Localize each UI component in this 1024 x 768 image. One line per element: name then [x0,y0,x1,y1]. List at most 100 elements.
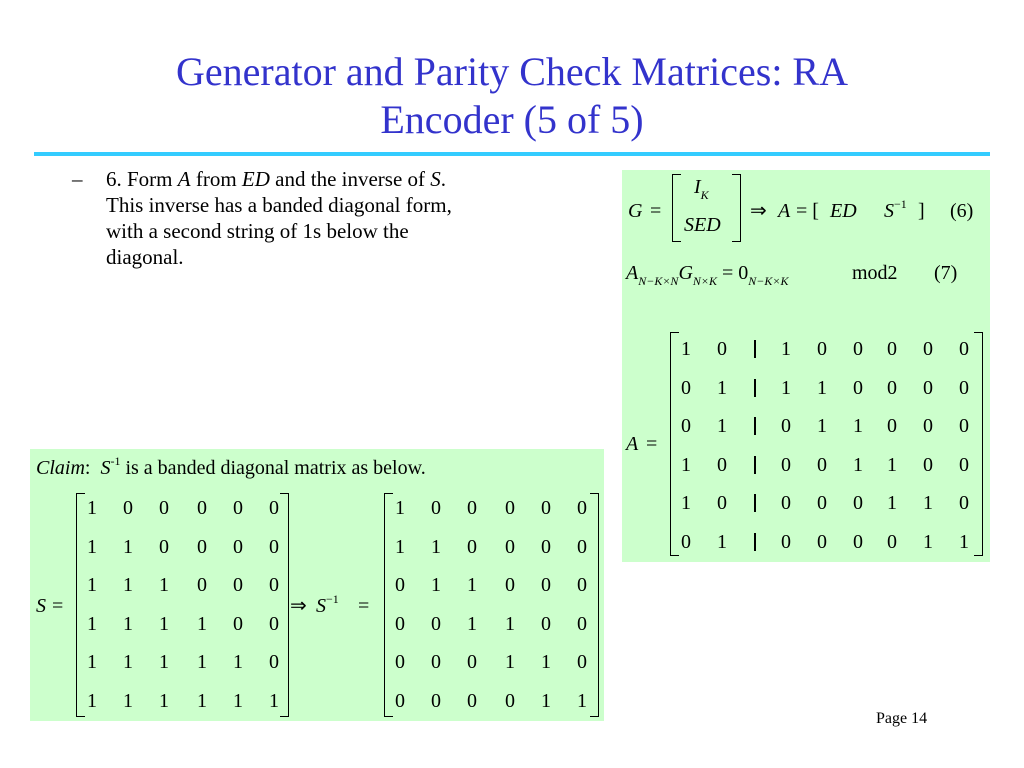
matrix-cell: 0 [959,338,969,360]
claim-colon: : [84,457,91,479]
matrix-cell: 0 [269,497,279,519]
eq6-close: ] [918,200,925,222]
matrix-cell: 0 [577,535,587,558]
matrix-cell: 1 [717,530,727,553]
matrix-cell: 0 [781,415,791,437]
matrix-cell: 1 [541,651,551,673]
matrix-cell: 0 [717,338,727,360]
matrix-cell: 0 [123,497,133,519]
matrix-cell: 1 [87,535,97,558]
eq6-ed: ED [830,200,857,222]
matrix-cell: 0 [395,651,405,673]
matrix-cell: 0 [541,535,551,558]
matrix-cell: 1 [159,651,169,673]
matrix-cell: 1 [923,492,933,514]
matrix-cell: 1 [467,612,477,635]
matrix-cell: 1 [269,689,279,712]
matrix-s-equals: = [52,595,64,617]
eq6-a: A [778,200,791,222]
matrix-cell: 0 [887,338,897,360]
eq6-k: K [700,188,709,202]
matrix-cell: 0 [681,530,691,553]
matrix-cell: 1 [123,574,133,596]
partition-bar [754,417,756,435]
partition-bar [754,378,756,397]
matrix-cell: 0 [923,453,933,476]
matrix-a-right-bracket [974,332,983,556]
matrix-cell: 1 [817,376,827,399]
matrix-cell: 1 [505,651,515,673]
eq6-sed: SED [684,214,721,236]
bullet-var-ed: ED [241,167,270,191]
equations-panel: G = IK SED ⇒ A = [ ED S−1 ] (6) AN−K×NGN… [622,170,990,562]
matrix-cell: 0 [959,415,969,437]
matrix-cell: 1 [681,453,691,476]
matrix-cell: 1 [681,338,691,360]
matrix-cell: 1 [853,453,863,476]
claim-line: Claim: S-1 is a banded diagonal matrix a… [36,454,426,481]
eq6-identity: IK [694,176,709,202]
matrix-cell: 0 [717,492,727,514]
matrix-cell: 1 [717,376,727,399]
matrix-cell: 0 [717,453,727,476]
eq6-right-bracket [732,174,741,242]
eq6-inv: −1 [894,197,907,211]
matrix-cell: 1 [577,689,587,712]
matrix-cell: 0 [233,535,243,558]
matrix-cell: 0 [681,415,691,437]
matrix-cell: 0 [467,497,477,519]
eq7-label: (7) [934,262,958,284]
claim-panel: Claim: S-1 is a banded diagonal matrix a… [30,449,604,721]
page-number: Page 14 [876,710,928,727]
eq6-eq2: = [ [796,200,819,222]
matrix-cell: 1 [853,415,863,437]
matrix-cell: 0 [817,453,827,476]
matrix-cell: 1 [717,415,727,437]
bullet-text-part: 6. Form [106,167,178,191]
matrix-cell: 1 [781,376,791,399]
matrix-cell: 1 [887,492,897,514]
matrix-cell: 0 [853,376,863,399]
bullet-line-3: with a second string of 1s below the [106,219,409,243]
partition-bar [754,455,756,474]
eq6-g: G [628,200,643,222]
matrix-a-label: A [626,433,639,455]
eq7-zero-sub: N−K×K [748,274,789,288]
matrix-cell: 1 [233,689,243,712]
matrix-cell: 0 [233,497,243,519]
matrix-cell: 1 [159,574,169,596]
title-line-1: Generator and Parity Check Matrices: RA [175,49,848,94]
bullet-text-part: . [440,167,447,191]
matrix-s-right-bracket [280,493,289,717]
matrix-cell: 0 [467,535,477,558]
matrix-sinv-sup: −1 [326,592,339,606]
matrix-cell: 0 [197,574,207,596]
matrix-cell: 0 [681,376,691,399]
matrix-cell: 0 [197,497,207,519]
eq6-equals: = [650,200,662,222]
matrix-cell: 1 [681,492,691,514]
matrix-s-left-bracket [76,493,85,717]
matrix-cell: 0 [395,574,405,596]
matrix-cell: 1 [87,497,97,519]
matrix-cell: 0 [887,376,897,399]
eq6-left-bracket [672,174,681,242]
eq7-equals-zero: = 0 [722,262,749,284]
eq7-g-sub: N×K [692,274,717,288]
matrix-cell: 0 [781,492,791,514]
matrix-cell: 0 [577,574,587,596]
matrix-cell: 1 [87,651,97,673]
matrix-cell: 0 [269,535,279,558]
title-line-2: Encoder (5 of 5) [380,97,644,142]
matrix-sinv-lhs: S−1 [316,592,339,619]
eq6-i: I [694,176,701,198]
matrix-cell: 0 [395,612,405,635]
matrix-cell: 0 [269,574,279,596]
matrix-cell: 0 [781,530,791,553]
matrix-cell: 1 [123,612,133,635]
matrix-cell: 0 [887,415,897,437]
matrix-sinv-label: S [316,595,326,617]
eq7: AN−K×NGN×K = 0N−K×K [626,262,789,288]
matrix-cell: 1 [959,530,969,553]
matrix-cell: 1 [197,689,207,712]
